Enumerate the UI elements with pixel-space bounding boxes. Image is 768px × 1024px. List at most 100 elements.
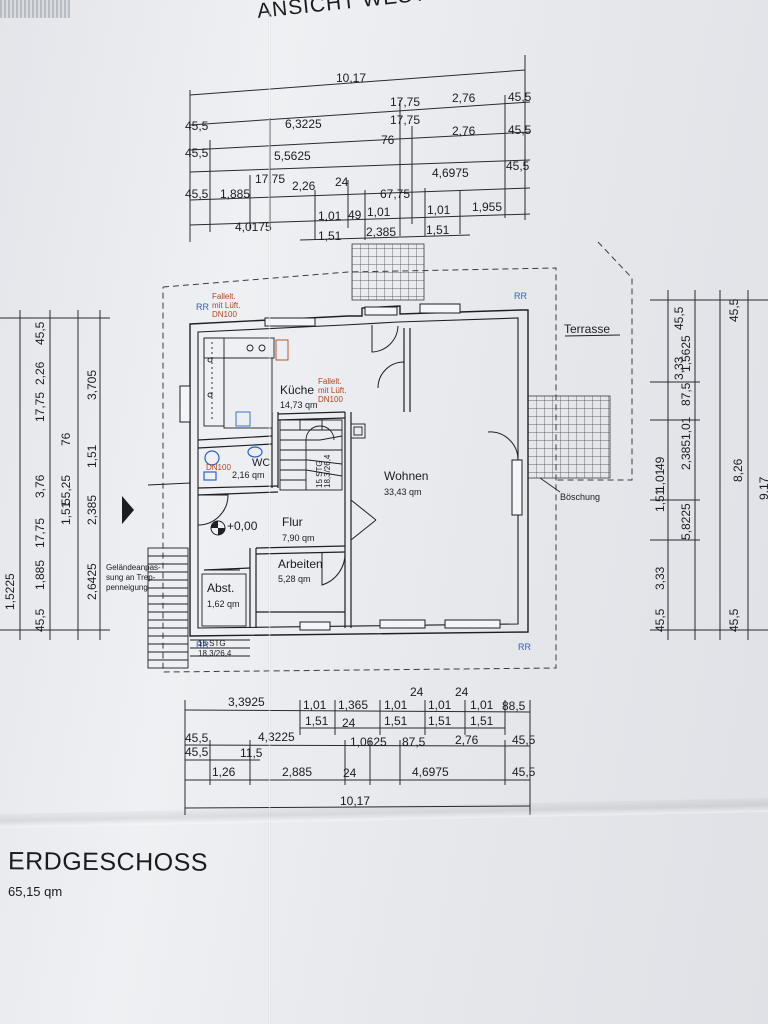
- dim-label: 1,51: [59, 501, 73, 525]
- note-line: penneigung: [106, 583, 148, 592]
- dim-label: 45,5: [185, 731, 209, 745]
- dim-label: 2,76: [455, 733, 479, 747]
- dim-label: 1,5625: [679, 335, 693, 372]
- dim-label: 45,5: [727, 298, 741, 322]
- dim-label: 2,385: [85, 495, 99, 525]
- dim-label: 1,01: [428, 698, 452, 712]
- dim-label: 2,26: [33, 361, 47, 385]
- note-line: DN100: [212, 310, 237, 319]
- wc-fixtures: [203, 446, 263, 481]
- dim-label: 45,5: [185, 146, 209, 160]
- dim-label: 1,955: [472, 200, 502, 214]
- paving-grid-north: [351, 243, 425, 301]
- room-name-wohnen: Wohnen: [384, 469, 428, 483]
- bottom-dimension-chains: [184, 700, 531, 815]
- dim-label: 24: [343, 766, 357, 780]
- small-details: [201, 423, 366, 627]
- fallleitung-notes: Fallelt. mit Lüft. DN100 Fallelt. mit Lü…: [206, 292, 346, 472]
- floor-area: 65,15 qm: [8, 884, 63, 899]
- dim-label: 55,25: [59, 475, 73, 505]
- dim-label: 24: [342, 716, 356, 730]
- dim-label: 45,5: [185, 119, 209, 133]
- dim-label: 1,51: [653, 488, 667, 512]
- stair-ratio: 18,3/26,4: [323, 454, 332, 488]
- paper-edge-shadow: [0, 0, 70, 18]
- dim-label: 4,6975: [432, 166, 469, 180]
- dim-label: 1,885: [220, 187, 250, 201]
- dim-label: 45,5: [727, 608, 741, 632]
- dim-label: 76: [381, 133, 395, 147]
- note-line: mit Lüft.: [318, 386, 346, 395]
- dim-label: 9,17: [757, 476, 768, 500]
- dim-label: 1,01: [679, 416, 693, 440]
- dim-label: 1,01: [470, 698, 494, 712]
- dim-label: 45,5: [33, 608, 47, 632]
- dim-label: 2,385: [366, 225, 396, 239]
- room-area-abst: 1,62 qm: [207, 599, 240, 609]
- rr-label: RR: [196, 302, 209, 312]
- dim-label: 1,51: [426, 223, 450, 237]
- dim-label: 17,75: [390, 95, 420, 109]
- dim-label: 24: [335, 175, 349, 189]
- rr-markers: RR RR RR RR: [196, 291, 531, 652]
- dim-label: 24: [455, 685, 469, 699]
- floor-plan-drawing: 10,17 45,5 6,3225 17,75 2,76 45,5 45,5 5…: [0, 55, 768, 815]
- dim-label: 49: [653, 456, 667, 470]
- dim-label: 1,01: [653, 468, 667, 492]
- dim-label: 3,705: [85, 370, 99, 400]
- dim-label: 6,3225: [285, 117, 322, 131]
- note-line: DN100: [318, 395, 343, 404]
- dim-label: 1,0625: [350, 735, 387, 749]
- dim-label: 2,76: [452, 91, 476, 105]
- left-dimension-labels: 45,5 3,705 2,26 17,75 1,51 76 55,25 2,38…: [3, 321, 99, 632]
- right-dimension-labels: 45,5 45,5 3,33 87,5 1,5625 1,01 49 2,385…: [653, 298, 768, 632]
- room-area-arbeiten: 5,28 qm: [278, 574, 311, 584]
- main-staircase: [279, 419, 343, 491]
- terrasse-underline: [564, 334, 621, 337]
- dim-label: 1,51: [384, 714, 408, 728]
- note-line: Fallelt.: [212, 292, 236, 301]
- room-name-arbeiten: Arbeiten: [278, 557, 323, 571]
- stair-ratio-outside: 18,3/26,4: [198, 649, 232, 658]
- note-line: sung an Trep-: [106, 573, 156, 582]
- dim-label: 45,5: [508, 123, 532, 137]
- dim-label: 4,3225: [258, 730, 295, 744]
- dim-label: 10,17: [340, 794, 370, 808]
- room-name-kueche: Küche: [280, 383, 314, 397]
- stair-steps: 15 STG: [315, 460, 324, 488]
- right-dimension-chains: [650, 290, 768, 640]
- room-name-abst: Abst.: [207, 581, 234, 595]
- dim-label: 1,01: [384, 698, 408, 712]
- note-line: DN100: [206, 463, 231, 472]
- stair-steps-outside: 15 STG: [198, 639, 226, 648]
- room-area-wohnen: 33,43 qm: [384, 487, 422, 497]
- dim-label: 17,75: [390, 113, 420, 127]
- dim-label: 1,26: [212, 765, 236, 779]
- dim-label: 24: [410, 685, 424, 699]
- top-dimension-chains: [189, 55, 531, 242]
- dim-label: 1,01: [318, 209, 342, 223]
- dim-label: 2,76: [452, 124, 476, 138]
- dim-label: 1,01: [427, 203, 451, 217]
- room-labels: Küche 14,73 qm Wohnen 33,43 qm WC 2,16 q…: [207, 322, 610, 609]
- floor-title: ERDGESCHOSS: [7, 847, 209, 877]
- level-marker: [210, 520, 226, 536]
- dim-label: 3,33: [672, 356, 686, 380]
- note-line: mit Lüft.: [212, 301, 240, 310]
- windows: [179, 303, 523, 631]
- dim-label: 2,885: [282, 765, 312, 779]
- level-label: +0,00: [227, 519, 258, 533]
- dim-label: 2,26: [292, 179, 316, 193]
- dim-label: 87,5: [402, 735, 426, 749]
- dim-label: 45,5: [512, 765, 536, 779]
- dim-label: 1,51: [428, 714, 452, 728]
- outside-staircase: [147, 482, 250, 669]
- kitchen-counter: [203, 337, 289, 429]
- dim-label: 45,5: [185, 745, 209, 759]
- rr-label: RR: [518, 642, 531, 652]
- dim-label: 67,75: [380, 187, 410, 201]
- dim-label: 88,5: [502, 699, 526, 713]
- dim-label: 2,6425: [85, 563, 99, 600]
- dim-label: 1,51: [470, 714, 494, 728]
- room-name-wc: WC: [252, 457, 270, 469]
